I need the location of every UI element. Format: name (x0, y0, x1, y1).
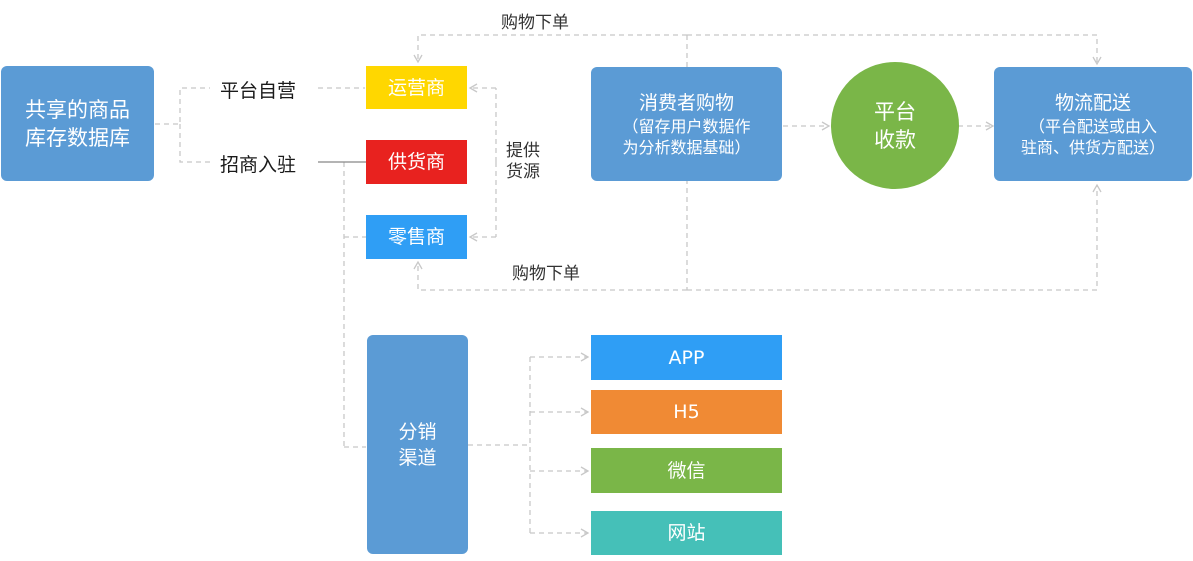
supply-label: 提供 货源 (506, 141, 540, 183)
purchase-label-bottom: 购物下单 (512, 264, 580, 284)
consumer-title: 消费者购物 (638, 92, 734, 114)
supply-label-line2: 货源 (506, 162, 540, 182)
channel-app-box: APP (591, 335, 782, 380)
db-to-merchant-connector (179, 124, 210, 163)
operator-box: 运营商 (366, 66, 467, 109)
consumer-box: 消费者购物 （留存用户数据作 为分析数据基础） (591, 67, 782, 181)
purchase-top-to-logistics (687, 34, 1102, 66)
channel-website-box: 网站 (591, 511, 782, 555)
distribution-channel-box: 分销 渠道 (367, 335, 468, 554)
logistics-note-line2: 驻商、供货方配送） (1020, 138, 1165, 157)
distribution-line2: 渠道 (398, 446, 437, 469)
channel-wechat-label: 微信 (667, 459, 706, 482)
channel-h5-box: H5 (591, 390, 782, 434)
channel-website-label: 网站 (667, 522, 706, 544)
payment-line2: 收款 (874, 127, 916, 152)
db-to-modes-connector (155, 87, 210, 125)
purchase-label-top: 购物下单 (501, 13, 569, 33)
consumer-note-line2: 为分析数据基础） (622, 138, 751, 157)
supplier-box: 供货商 (366, 140, 467, 184)
operator-label: 运营商 (387, 76, 445, 99)
self-run-label: 平台自营 (220, 80, 297, 102)
supply-label-line1: 提供 (506, 141, 540, 161)
logistics-note-line1: （平台配送或由入 (1028, 117, 1157, 136)
inventory-database-box: 共享的商品 库存数据库 (1, 66, 154, 181)
supplier-label: 供货商 (387, 151, 445, 173)
payment-line1: 平台 (874, 99, 916, 124)
inventory-database-line1: 共享的商品 (25, 97, 130, 122)
logistics-box: 物流配送 （平台配送或由入 驻商、供货方配送） (994, 67, 1192, 181)
channel-wechat-box: 微信 (591, 448, 782, 493)
logistics-title: 物流配送 (1054, 92, 1131, 114)
channel-h5-label: H5 (673, 401, 700, 423)
channel-app-label: APP (668, 346, 705, 369)
retailer-label: 零售商 (387, 226, 445, 248)
consumer-note-line1: （留存用户数据作 (622, 117, 751, 136)
merchant-join-label: 招商入驻 (220, 154, 297, 176)
payment-circle: 平台 收款 (831, 62, 959, 189)
distribution-line1: 分销 (398, 420, 437, 443)
inventory-database-line2: 库存数据库 (25, 125, 130, 150)
purchase-top-path (413, 34, 687, 64)
retailer-box: 零售商 (366, 215, 467, 259)
purchase-bottom-to-logistics (687, 183, 1102, 291)
